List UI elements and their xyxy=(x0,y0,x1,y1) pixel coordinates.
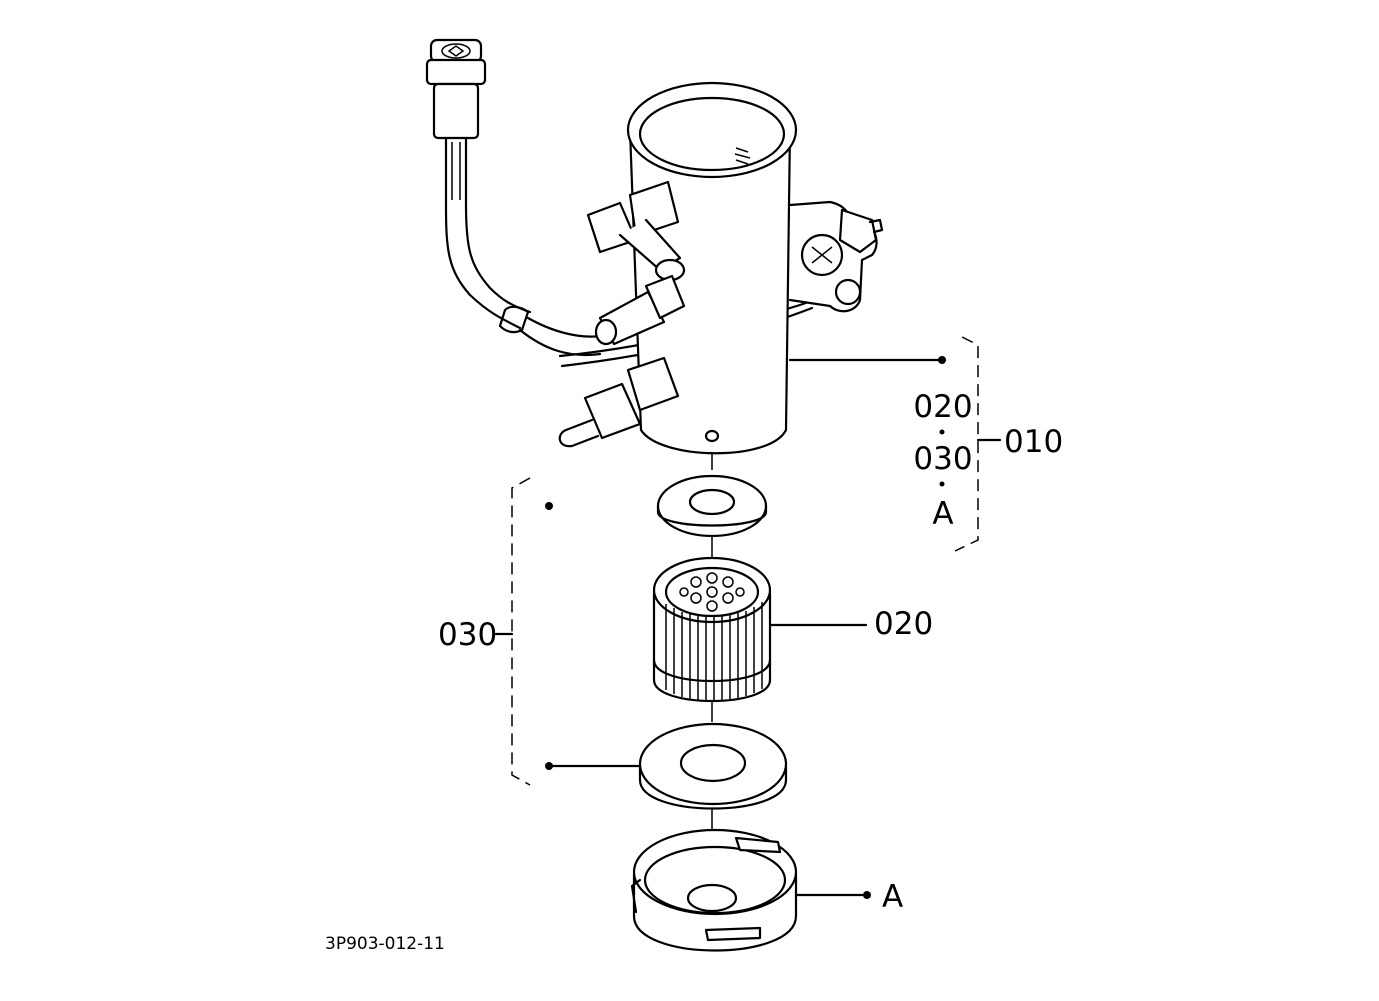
wire-harness xyxy=(444,203,522,330)
callout-030-bracket xyxy=(494,477,642,786)
callout-a-label: A xyxy=(882,879,903,915)
upper-gasket xyxy=(656,474,768,538)
callout-010-bracket xyxy=(788,336,1002,552)
lower-gasket xyxy=(638,722,788,810)
group-item-a: A xyxy=(932,496,953,532)
cover-ring xyxy=(630,828,798,952)
group-item-020: 020 xyxy=(913,389,972,425)
callout-030-label: 030 xyxy=(438,617,497,653)
drawing-number: 3P903-012-11 xyxy=(325,934,445,954)
filter-element xyxy=(652,556,772,703)
mounting-bracket xyxy=(788,200,884,313)
inlet-fitting xyxy=(558,356,680,448)
callout-010-label: 010 xyxy=(1004,424,1063,460)
connector-plug xyxy=(425,38,487,207)
sensor-fitting xyxy=(594,274,686,346)
outlet-fitting xyxy=(586,180,686,282)
callout-020-label: 020 xyxy=(874,606,933,642)
group-item-030: 030 xyxy=(913,441,972,477)
